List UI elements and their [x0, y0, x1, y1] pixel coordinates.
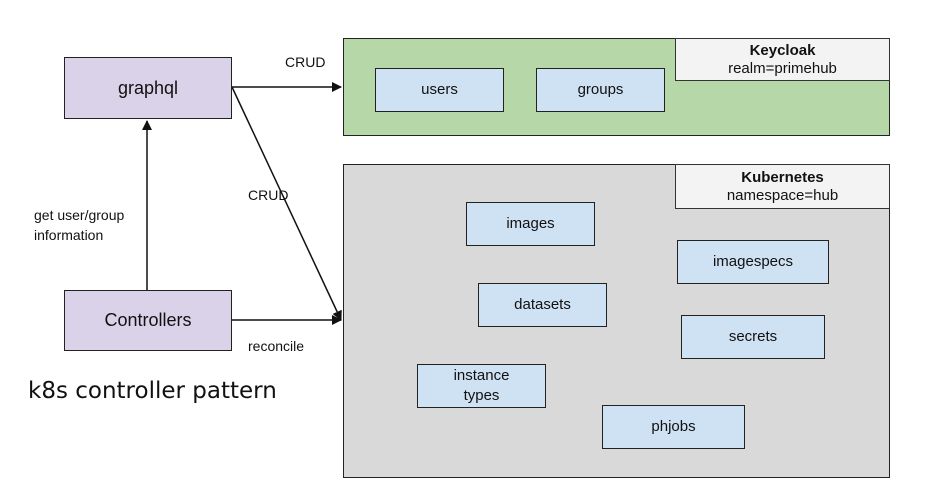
- imagespecs-node: imagespecs: [677, 240, 829, 284]
- diagram-caption: k8s controller pattern: [28, 378, 277, 404]
- graphql-label: graphql: [117, 77, 179, 98]
- edge-label-reconcile: reconcile: [248, 338, 305, 354]
- kubernetes-header: Kubernetes namespace=hub: [675, 164, 890, 209]
- edge-graphql-to-kubernetes: [231, 86, 342, 321]
- phjobs-label: phjobs: [651, 418, 696, 435]
- phjobs-node: phjobs: [602, 405, 745, 449]
- keycloak-subtitle: realm=primehub: [728, 59, 837, 77]
- controllers-node: Controllers: [64, 290, 232, 351]
- images-label: images: [506, 215, 555, 232]
- datasets-node: datasets: [478, 283, 607, 327]
- kubernetes-subtitle: namespace=hub: [726, 186, 839, 204]
- edge-label-crud-keycloak: CRUD: [285, 54, 326, 70]
- datasets-label: datasets: [514, 296, 571, 313]
- graphql-node: graphql: [64, 57, 232, 119]
- controllers-label: Controllers: [104, 310, 192, 330]
- images-node: images: [466, 202, 595, 246]
- secrets-label: secrets: [728, 328, 778, 345]
- kubernetes-title: Kubernetes: [741, 168, 824, 186]
- keycloak-header: Keycloak realm=primehub: [675, 38, 890, 81]
- users-label: users: [421, 81, 458, 98]
- edge-label-get-info-line2: information: [34, 227, 104, 243]
- keycloak-title: Keycloak: [749, 41, 816, 59]
- edge-label-get-info-line1: get user/group: [34, 207, 125, 223]
- instance-types-node: instance types: [417, 364, 546, 408]
- groups-node: groups: [536, 68, 665, 112]
- groups-label: groups: [577, 81, 624, 98]
- edge-label-crud-kubernetes: CRUD: [248, 187, 289, 203]
- instance-types-label-line2: types: [463, 387, 500, 404]
- users-node: users: [375, 68, 504, 112]
- imagespecs-label: imagespecs: [712, 253, 794, 270]
- instance-types-label-line1: instance: [453, 367, 510, 384]
- secrets-node: secrets: [681, 315, 825, 359]
